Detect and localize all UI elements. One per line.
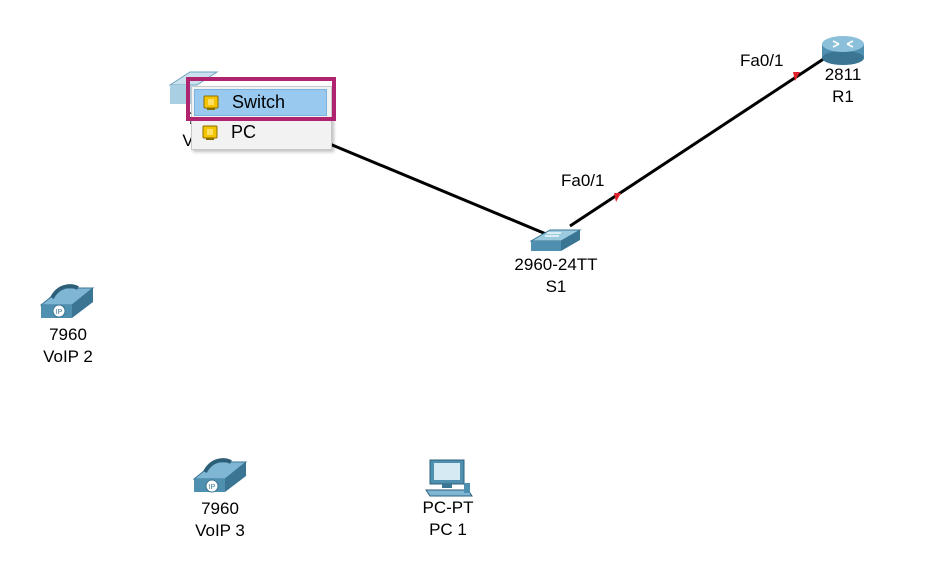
device-label-voip3: 7960 VoIP 3	[180, 498, 260, 542]
link-status-router	[793, 72, 800, 81]
device-label-switch: 2960-24TT S1	[500, 254, 612, 298]
device-label-voip2: 7960 VoIP 2	[28, 324, 108, 368]
menu-item-switch[interactable]: Switch	[194, 89, 327, 116]
ip-phone-icon[interactable]: IP	[192, 458, 248, 493]
port-label-router: Fa0/1	[740, 51, 784, 70]
svg-text:IP: IP	[56, 309, 63, 316]
link-status-switch	[614, 193, 621, 202]
switch-icon[interactable]	[529, 229, 582, 251]
menu-item-label: PC	[231, 122, 257, 142]
port-label-switch: Fa0/1	[561, 171, 605, 190]
ethernet-port-icon	[203, 95, 219, 110]
device-model: 2960-24TT	[514, 255, 598, 274]
menu-item-pc[interactable]: PC	[194, 119, 327, 146]
router-icon[interactable]	[822, 36, 864, 65]
link-voip1-switch[interactable]	[324, 140, 547, 236]
device-model: 7960	[201, 499, 239, 518]
device-name: S1	[545, 277, 567, 296]
device-label-router: 2811 R1	[815, 64, 871, 108]
device-model: PC-PT	[422, 498, 474, 517]
device-name: PC 1	[429, 520, 467, 539]
link-switch-router[interactable]	[569, 56, 826, 228]
device-label-pc: PC-PT PC 1	[410, 497, 486, 541]
svg-text:IP: IP	[209, 484, 216, 491]
ip-phone-icon[interactable]: IP	[39, 284, 95, 318]
device-model: 2811	[824, 65, 862, 84]
device-name: R1	[832, 87, 854, 106]
ethernet-port-icon	[202, 125, 218, 140]
menu-item-label: Switch	[232, 92, 286, 112]
device-model: 7960	[49, 325, 87, 344]
connection-context-menu: Switch PC	[191, 86, 332, 150]
device-name: VoIP 3	[195, 521, 245, 540]
pc-icon[interactable]	[425, 459, 473, 497]
device-name: VoIP 2	[43, 347, 93, 366]
